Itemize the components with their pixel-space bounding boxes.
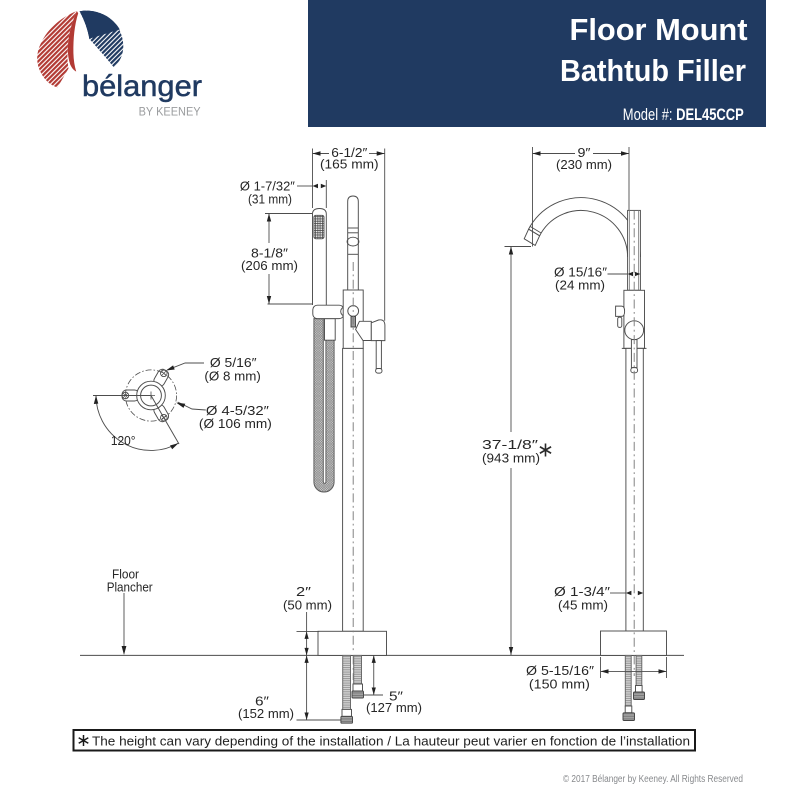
- svg-text:The height can vary depending: The height can vary depending of the ins…: [92, 733, 690, 748]
- svg-text:2″: 2″: [296, 584, 311, 599]
- svg-text:Ø 4-5/32″: Ø 4-5/32″: [206, 403, 269, 418]
- svg-text:120°: 120°: [111, 433, 136, 448]
- svg-text:Plancher: Plancher: [107, 580, 154, 595]
- svg-text:BY KEENEY: BY KEENEY: [139, 105, 201, 119]
- svg-text:(24 mm): (24 mm): [555, 278, 605, 293]
- svg-text:37-1/8″: 37-1/8″: [482, 437, 539, 452]
- svg-text:(45 mm): (45 mm): [558, 598, 608, 613]
- svg-text:9″: 9″: [578, 145, 591, 160]
- svg-text:Ø 15/16″: Ø 15/16″: [554, 265, 607, 280]
- svg-text:Floor Mount: Floor Mount: [570, 12, 748, 47]
- svg-text:5″: 5″: [389, 689, 403, 704]
- svg-text:8-1/8″: 8-1/8″: [251, 246, 288, 261]
- svg-text:bélanger: bélanger: [82, 70, 202, 103]
- svg-text:(31 mm): (31 mm): [248, 192, 292, 207]
- svg-text:Bathtub Filler: Bathtub Filler: [560, 53, 746, 88]
- svg-text:(127 mm): (127 mm): [366, 700, 422, 715]
- svg-text:(206 mm): (206 mm): [241, 258, 298, 273]
- svg-text:Ø 1-3/4″: Ø 1-3/4″: [554, 584, 610, 599]
- svg-text:6-1/2″: 6-1/2″: [331, 145, 367, 160]
- svg-text:Model #: DEL45CCP: Model #: DEL45CCP: [623, 105, 744, 124]
- svg-text:6″: 6″: [255, 694, 269, 709]
- svg-text:Ø 5-15/16″: Ø 5-15/16″: [526, 663, 594, 678]
- svg-text:(150 mm): (150 mm): [529, 677, 590, 692]
- svg-text:Floor: Floor: [112, 567, 140, 582]
- svg-text:(165 mm): (165 mm): [320, 157, 379, 172]
- svg-text:(152 mm): (152 mm): [238, 706, 294, 721]
- svg-text:(Ø 106 mm): (Ø 106 mm): [199, 416, 272, 431]
- svg-text:(Ø 8 mm): (Ø 8 mm): [204, 369, 260, 384]
- svg-text:(943 mm): (943 mm): [482, 451, 540, 466]
- svg-text:(230 mm): (230 mm): [556, 157, 612, 172]
- svg-text:Ø 5/16″: Ø 5/16″: [210, 355, 257, 370]
- svg-text:(50 mm): (50 mm): [283, 598, 332, 613]
- svg-text:Ø 1-7/32″: Ø 1-7/32″: [240, 179, 295, 194]
- svg-text:© 2017 Bélanger by Keeney. All: © 2017 Bélanger by Keeney. All Rights Re…: [563, 774, 743, 785]
